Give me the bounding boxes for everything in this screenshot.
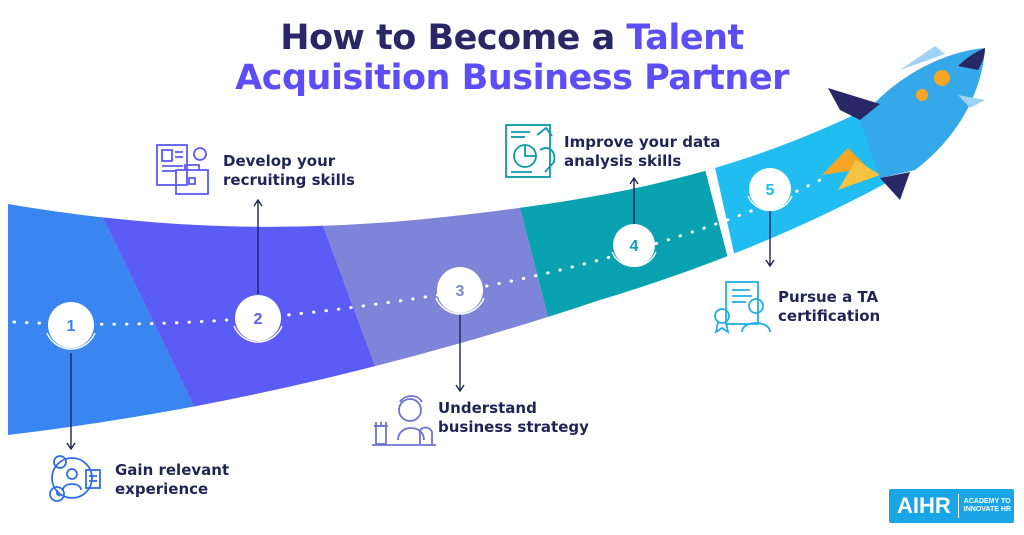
step-number-5: 5 [766, 182, 775, 199]
connector-3 [455, 312, 465, 393]
band-segment-5 [700, 112, 888, 435]
aihr-tagline-line2: INNOVATE HR [963, 506, 1011, 513]
step-label-1-line1: Gain relevant [115, 461, 230, 479]
step-label-5-line2: certification [778, 307, 881, 325]
portfolio-briefcase-icon [156, 144, 209, 195]
step-label-5-line1: Pursue a TA [778, 288, 879, 306]
step-number-1: 1 [67, 318, 76, 335]
rocket-icon [822, 46, 985, 200]
band-segment-1 [8, 150, 220, 435]
step-label-5: Pursue a TA certification [778, 288, 880, 326]
connector-1 [66, 353, 76, 451]
step-label-3-line2: business strategy [438, 418, 589, 436]
step-label-2: Develop your recruiting skills [223, 152, 355, 190]
title-line1-part1: How to Become a [280, 18, 615, 58]
connector-2 [253, 198, 263, 294]
step-circle-3: 3 [435, 267, 485, 315]
career-gear-person-icon [49, 455, 101, 502]
title-line1-highlight: Talent [626, 18, 744, 58]
aihr-logo: AIHR [889, 494, 959, 518]
step-label-4-line1: Improve your data [564, 133, 721, 151]
aihr-logo-badge: AIHR ACADEMY TO INNOVATE HR [889, 489, 1014, 523]
step-label-2-line2: recruiting skills [223, 171, 355, 189]
step-number-3: 3 [456, 283, 465, 300]
data-analysis-chart-icon [505, 124, 556, 178]
connector-5 [765, 210, 775, 268]
step-circle-1: 1 [46, 302, 96, 350]
step-number-4: 4 [630, 238, 639, 255]
step-circle-5: 5 [747, 168, 793, 212]
certificate-person-icon [714, 281, 771, 334]
step-label-2-line1: Develop your [223, 152, 336, 170]
step-label-4: Improve your data analysis skills [564, 133, 720, 171]
step-label-3: Understand business strategy [438, 399, 589, 437]
step-label-1: Gain relevant experience [115, 461, 229, 499]
step-label-3-line1: Understand [438, 399, 537, 417]
step-circle-4: 4 [611, 224, 657, 268]
chess-strategy-icon [372, 395, 436, 446]
step-circle-2: 2 [233, 295, 283, 343]
aihr-tagline-line1: ACADEMY TO [963, 498, 1011, 505]
connector-4 [629, 176, 639, 225]
aihr-tagline: ACADEMY TO INNOVATE HR [959, 498, 1011, 514]
page-title: How to Become a Talent Acquisition Busin… [0, 18, 1024, 98]
step-number-2: 2 [254, 311, 263, 328]
step-label-4-line2: analysis skills [564, 152, 682, 170]
title-line2: Acquisition Business Partner [235, 58, 789, 98]
step-label-1-line2: experience [115, 480, 209, 498]
